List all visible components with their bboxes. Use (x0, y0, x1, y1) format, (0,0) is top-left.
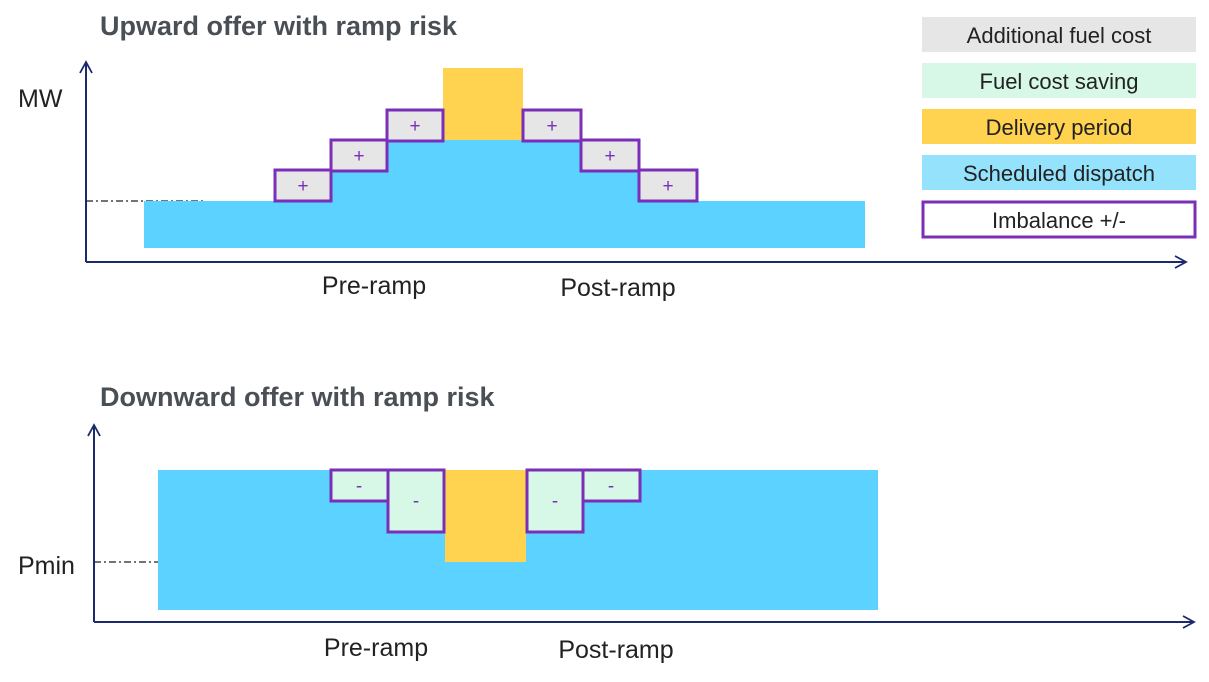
legend-item-scheduled-dispatch: Scheduled dispatch (922, 155, 1196, 190)
top-panel-title: Upward offer with ramp risk (100, 11, 458, 41)
bottom-imbalance-box: - (581, 468, 642, 503)
legend-label: Additional fuel cost (967, 23, 1152, 48)
top-imbalance-box: + (273, 168, 333, 203)
imbalance-sign: + (297, 176, 308, 197)
bottom-pre-ramp-label: Pre-ramp (324, 634, 428, 662)
legend-item-fuel-cost-saving: Fuel cost saving (922, 63, 1196, 98)
bottom-imbalance-box: - (329, 468, 390, 503)
legend-label: Fuel cost saving (980, 69, 1139, 94)
imbalance-sign: + (353, 146, 364, 167)
legend-label: Scheduled dispatch (963, 161, 1155, 186)
top-panel: Upward offer with ramp risk MW + + + + (18, 11, 1188, 302)
bottom-panel: Downward offer with ramp risk Pmin - - -… (18, 382, 1196, 664)
imbalance-sign: - (413, 491, 419, 512)
imbalance-sign: - (552, 491, 558, 512)
top-scheduled-dispatch (144, 140, 865, 248)
top-imbalance-box: + (579, 138, 641, 173)
imbalance-sign: - (356, 476, 362, 497)
legend-label: Imbalance +/- (992, 208, 1126, 233)
imbalance-sign: + (409, 116, 420, 137)
top-imbalance-box: + (637, 168, 699, 203)
bottom-post-ramp-label: Post-ramp (558, 636, 673, 664)
imbalance-sign: + (662, 176, 673, 197)
top-pre-ramp-label: Pre-ramp (322, 272, 426, 300)
imbalance-sign: - (608, 476, 614, 497)
imbalance-sign: + (604, 146, 615, 167)
legend-item-additional-fuel-cost: Additional fuel cost (922, 17, 1196, 52)
legend: Additional fuel cost Fuel cost saving De… (921, 17, 1197, 239)
bottom-y-axis-label: Pmin (18, 552, 75, 580)
bottom-delivery-period (445, 470, 526, 562)
top-y-axis-label: MW (18, 85, 63, 113)
imbalance-sign: + (546, 116, 557, 137)
top-imbalance-box: + (385, 108, 445, 143)
bottom-imbalance-box: - (386, 468, 446, 534)
top-post-ramp-label: Post-ramp (560, 274, 675, 302)
legend-label: Delivery period (986, 115, 1133, 140)
top-imbalance-box: + (329, 138, 389, 173)
top-imbalance-box: + (521, 108, 583, 143)
bottom-panel-title: Downward offer with ramp risk (100, 382, 496, 412)
bottom-imbalance-box: - (525, 468, 585, 534)
legend-item-delivery-period: Delivery period (922, 109, 1196, 144)
top-delivery-period (443, 68, 523, 140)
legend-item-imbalance: Imbalance +/- (921, 200, 1197, 239)
